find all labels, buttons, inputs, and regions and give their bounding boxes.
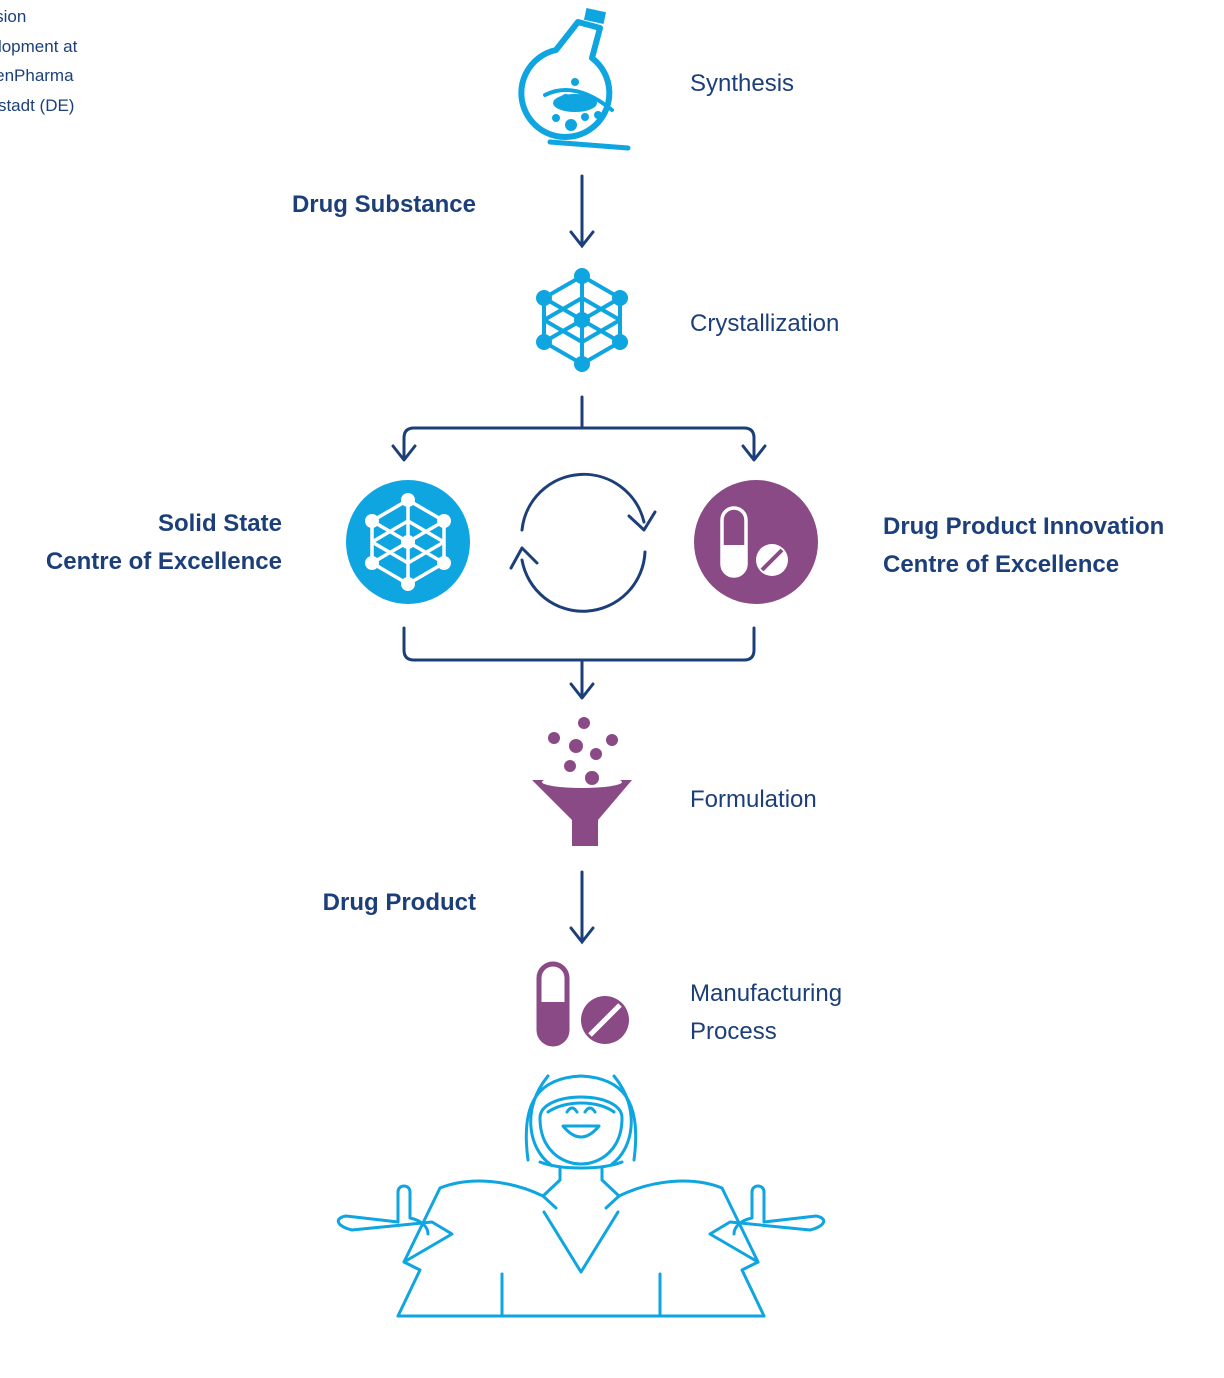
- crystal-lattice-icon: [536, 268, 628, 372]
- solid-state-line1: Solid State: [157, 510, 282, 537]
- crystal-circle-icon: [346, 480, 470, 604]
- intro-text: rusion velopment at rdenPharma nkstadt (…: [0, 2, 140, 120]
- intro-line: velopment at: [0, 36, 78, 56]
- capsule-pill-circle-icon: [694, 480, 818, 604]
- step-formulation: Formulation: [690, 786, 817, 813]
- drug-product-centre-line1: Drug Product Innovation: [883, 513, 1165, 540]
- merge-connector: [402, 626, 756, 700]
- intro-line: rdenPharma: [0, 66, 74, 85]
- label-drug-product-centre: Drug Product Innovation Centre of Excell…: [883, 508, 1164, 584]
- funnel-icon: [532, 717, 632, 846]
- label-drug-product: Drug Product: [322, 889, 476, 916]
- solid-state-line2: Centre of Excellence: [45, 548, 282, 575]
- cycle-arrows-icon: [509, 472, 657, 613]
- drug-product-centre-line2: Centre of Excellence: [883, 551, 1120, 578]
- capsule-pill-icon: [536, 961, 629, 1047]
- step-crystallization: Crystallization: [690, 310, 840, 337]
- step-manufacturing-line1: Manufacturing: [690, 980, 843, 1007]
- step-manufacturing: Manufacturing Process: [690, 975, 842, 1051]
- arrow-down-2: [569, 870, 595, 945]
- step-synthesis: Synthesis: [690, 70, 795, 97]
- split-connector: [391, 395, 767, 462]
- step-manufacturing-line2: Process: [690, 1018, 777, 1045]
- flask-icon: [518, 8, 631, 151]
- arrow-down-1: [569, 174, 595, 249]
- intro-line: nkstadt (DE): [0, 95, 75, 115]
- label-drug-substance: Drug Substance: [291, 191, 476, 218]
- person-presenting-icon: [336, 1074, 826, 1318]
- intro-line: rusion: [0, 7, 27, 26]
- label-solid-state-centre: Solid State Centre of Excellence: [0, 505, 282, 581]
